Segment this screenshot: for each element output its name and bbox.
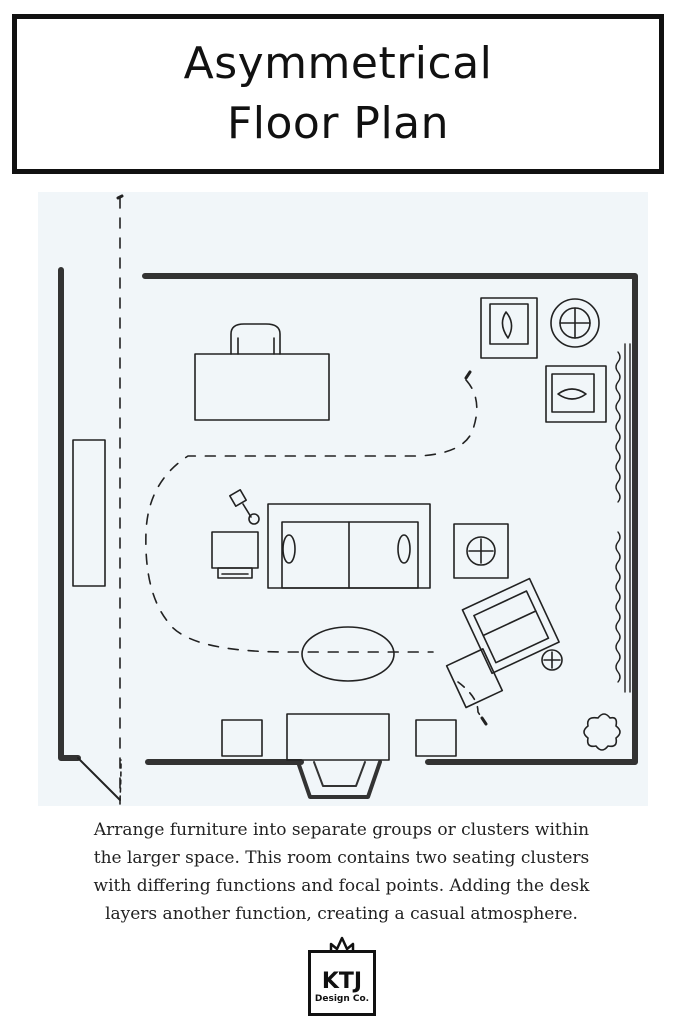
caption-line-3: with differing functions and focal point… xyxy=(93,876,590,896)
door-swing xyxy=(77,757,122,801)
title-line-2: Floor Plan xyxy=(226,98,450,149)
coffee-table xyxy=(301,626,395,682)
title-box: Asymmetrical Floor Plan xyxy=(12,14,664,174)
hearth-seating xyxy=(221,713,457,761)
walls xyxy=(58,267,638,765)
caption-line-4: layers another function, creating a casu… xyxy=(105,904,578,924)
ktj-logo: KTJ Design Co. xyxy=(308,936,376,1018)
caption-line-1: Arrange furniture into separate groups o… xyxy=(93,820,590,840)
logo-sub-text: Design Co. xyxy=(314,994,370,1004)
plant xyxy=(583,713,621,751)
floor-lamp xyxy=(229,489,260,525)
armchair-right xyxy=(545,365,607,423)
logo-box: KTJ Design Co. xyxy=(308,950,376,1016)
desk-cluster xyxy=(194,323,330,421)
logo-main-text: KTJ xyxy=(321,969,363,994)
caption: Arrange furniture into separate groups o… xyxy=(20,816,663,928)
desk-chair xyxy=(230,323,281,355)
window-lines xyxy=(615,343,631,693)
path-marker-top xyxy=(116,194,124,200)
title-line-1: Asymmetrical xyxy=(183,38,493,89)
desk xyxy=(194,353,330,421)
floor-plan-drawing xyxy=(38,192,648,806)
top-right-seating xyxy=(480,297,607,423)
side-table-top xyxy=(550,298,600,348)
bookcase xyxy=(72,439,106,587)
armchair-top xyxy=(480,297,538,359)
caption-line-2: the larger space. This room contains two… xyxy=(93,848,590,868)
recliner xyxy=(445,577,560,709)
sofa xyxy=(267,503,431,589)
traffic-path-lower xyxy=(457,681,484,721)
side-table-square xyxy=(453,523,509,579)
end-table xyxy=(211,531,259,579)
recliner-side-table xyxy=(541,649,563,671)
fireplace xyxy=(296,760,382,799)
